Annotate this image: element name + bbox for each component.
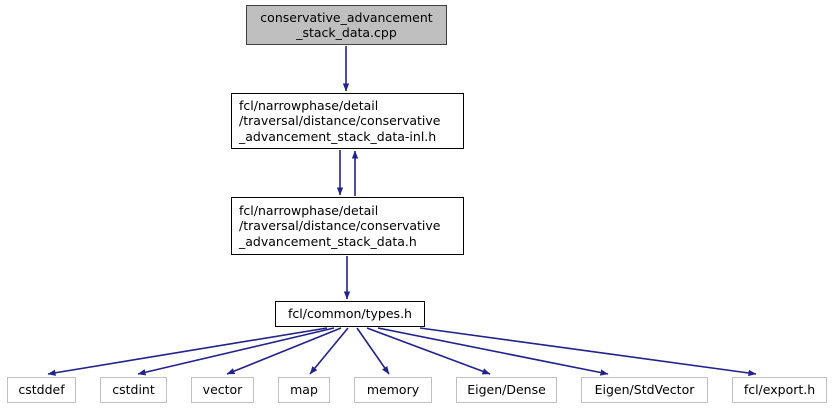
node-eigen-stdvector[interactable]: Eigen/StdVector xyxy=(581,377,708,403)
edge-types-to-eigen-dense xyxy=(366,327,491,375)
edge-types-to-cstddef xyxy=(47,327,328,376)
edge-types-to-fcl-export xyxy=(419,327,757,377)
node-memory[interactable]: memory xyxy=(354,377,432,403)
edge-group xyxy=(47,46,757,377)
node-conservative-advancement-stack-data-h[interactable]: fcl/narrowphase/detail /traversal/distan… xyxy=(231,197,464,255)
node-eigen-dense[interactable]: Eigen/Dense xyxy=(456,377,557,403)
edge-types-to-memory xyxy=(356,327,390,375)
edge-types-to-vector xyxy=(226,327,342,375)
node-fcl-common-types-h[interactable]: fcl/common/types.h xyxy=(275,301,425,327)
edge-types-to-eigen-stdvector xyxy=(377,327,609,376)
node-fcl-export-h[interactable]: fcl/export.h xyxy=(732,377,827,403)
node-conservative-advancement-stack-data-inl-h[interactable]: fcl/narrowphase/detail /traversal/distan… xyxy=(231,93,464,149)
node-conservative-advancement-stack-data-cpp[interactable]: conservative_advancement _stack_data.cpp xyxy=(246,5,447,45)
edge-types-to-map xyxy=(309,327,349,375)
node-cstddef[interactable]: cstddef xyxy=(7,377,76,403)
edge-types-to-cstdint xyxy=(137,327,335,376)
node-cstdint[interactable]: cstdint xyxy=(100,377,167,403)
node-vector[interactable]: vector xyxy=(191,377,254,403)
node-map[interactable]: map xyxy=(278,377,330,403)
